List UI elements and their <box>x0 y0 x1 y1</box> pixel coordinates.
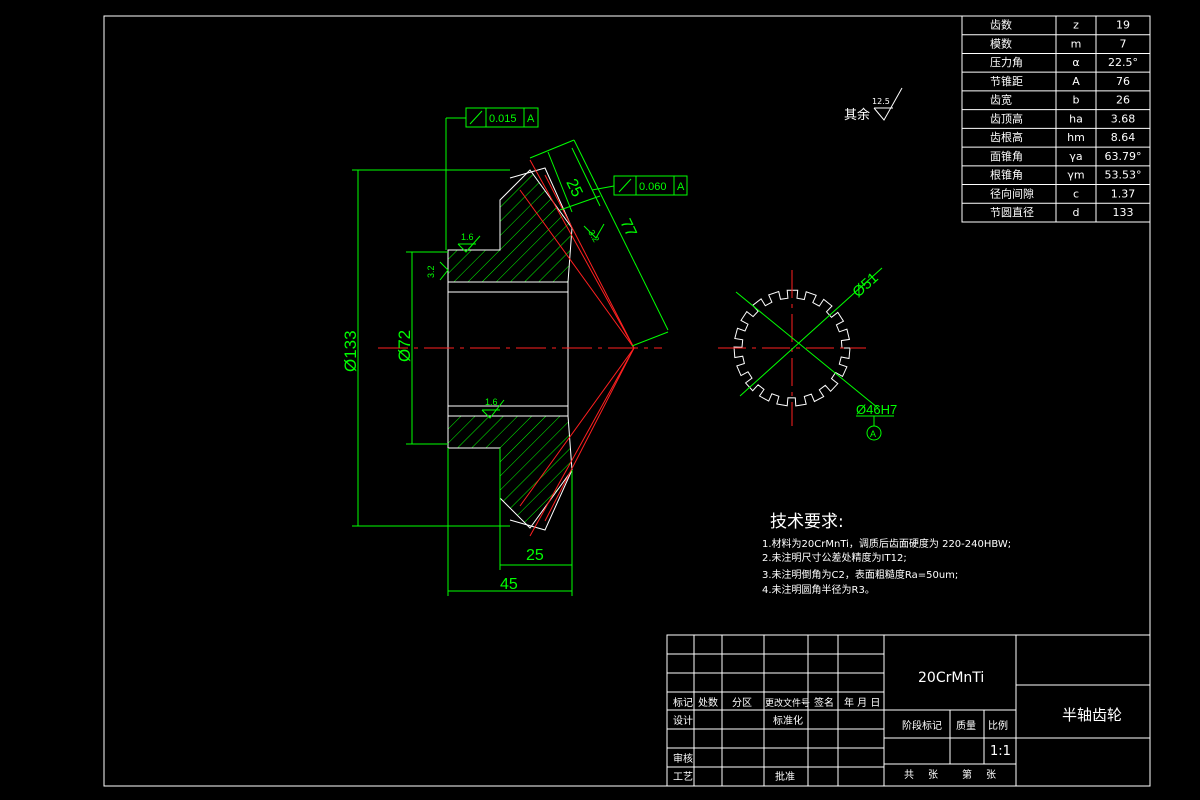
svg-text:处数: 处数 <box>698 696 718 709</box>
svg-text:标记: 标记 <box>673 697 693 709</box>
part-name: 半轴齿轮 <box>1062 706 1122 724</box>
runout-tolerance-1: 0.015 A <box>445 107 539 250</box>
param-name-1: 模数 <box>990 37 1012 50</box>
surface-note-value: 12.5 <box>872 97 890 106</box>
param-val-9: 1.37 <box>1111 187 1136 200</box>
gear-section-view: Ø133 Ø72 25 45 25 77 0.015 <box>341 107 688 596</box>
dim-len-25-bottom: 25 <box>526 547 544 564</box>
surface-finish-note: 其余 12.5 <box>844 87 903 123</box>
section-hatch-upper <box>447 169 573 283</box>
param-name-4: 齿宽 <box>990 93 1012 107</box>
svg-text:阶段标记: 阶段标记 <box>902 719 942 732</box>
datum-circle-icon <box>866 425 882 441</box>
param-val-7: 63.79° <box>1105 150 1142 163</box>
runout-1-value: 0.015 <box>489 113 517 125</box>
spline-end-view: Ø51 Ø46H7 A <box>718 267 897 441</box>
runout-2-datum: A <box>677 181 685 193</box>
svg-text:签名: 签名 <box>814 696 834 709</box>
param-sym-1: m <box>1071 37 1082 50</box>
spline-outline <box>733 289 851 407</box>
dim-dia-133: Ø133 <box>341 330 360 372</box>
param-val-10: 133 <box>1113 206 1134 219</box>
dim-len-77: 77 <box>616 216 639 240</box>
param-sym-4: b <box>1073 94 1080 107</box>
param-val-2: 22.5° <box>1108 56 1138 69</box>
tech-item-4: 4.未注明圆角半径为R3。 <box>762 583 875 596</box>
param-val-3: 76 <box>1116 75 1130 88</box>
tech-title: 技术要求: <box>770 512 844 532</box>
drawing-frame <box>103 15 1151 787</box>
tech-item-1: 1.材料为20CrMnTi，调质后齿面硬度为 220-240HBW; <box>762 537 1011 550</box>
technical-requirements: 技术要求: 1.材料为20CrMnTi，调质后齿面硬度为 220-240HBW;… <box>762 512 1011 596</box>
scale-value: 1:1 <box>990 744 1011 759</box>
param-sym-9: c <box>1073 187 1079 200</box>
svg-text:审核: 审核 <box>673 752 693 765</box>
runout-arrow-icon <box>469 110 483 125</box>
svg-text:3.2: 3.2 <box>426 265 436 278</box>
datum-label: A <box>870 429 876 439</box>
svg-text:1.6: 1.6 <box>461 232 474 242</box>
material-label: 20CrMnTi <box>918 670 984 686</box>
tech-item-2: 2.未注明尺寸公差处精度为IT12; <box>762 551 907 564</box>
runout-tolerance-2: 0.060 A <box>591 175 688 196</box>
svg-text:比例: 比例 <box>988 719 1008 732</box>
param-sym-8: γm <box>1067 169 1084 182</box>
dim-len-25-slant: 25 <box>562 176 585 200</box>
dim-len-45: 45 <box>500 576 518 593</box>
svg-text:工艺: 工艺 <box>673 771 693 783</box>
param-name-6: 齿根高 <box>990 130 1023 144</box>
svg-text:张: 张 <box>928 769 938 781</box>
svg-text:设计: 设计 <box>673 714 693 727</box>
dim-dia-72: Ø72 <box>395 330 414 362</box>
svg-text:第: 第 <box>962 768 972 781</box>
svg-text:共: 共 <box>904 769 914 781</box>
param-name-9: 径向间隙 <box>990 186 1034 200</box>
param-val-0: 19 <box>1116 19 1130 32</box>
dim-dia-51: Ø51 <box>849 269 881 301</box>
param-val-6: 8.64 <box>1111 131 1136 144</box>
param-sym-3: A <box>1072 75 1080 88</box>
param-val-5: 3.68 <box>1111 112 1136 125</box>
param-name-2: 压力角 <box>990 56 1023 69</box>
roughness-symbol-top: 1.6 <box>457 232 481 253</box>
svg-text:标准化: 标准化 <box>773 714 803 727</box>
svg-text:年 月 日: 年 月 日 <box>844 696 880 709</box>
param-val-1: 7 <box>1120 37 1127 50</box>
param-val-8: 53.53° <box>1105 169 1142 182</box>
param-name-0: 齿数 <box>990 19 1012 32</box>
title-block: 20CrMnTi 半轴齿轮 1:1 标记 处数 分区 更改文件号 签名 年 月 … <box>666 634 1151 787</box>
param-val-4: 26 <box>1116 94 1130 107</box>
svg-text:更改文件号: 更改文件号 <box>765 697 810 709</box>
svg-text:张: 张 <box>986 769 996 781</box>
param-sym-6: hm <box>1067 131 1085 144</box>
svg-text:1.6: 1.6 <box>485 397 498 407</box>
runout-2-value: 0.060 <box>639 181 667 193</box>
section-hatch-lower <box>447 415 573 529</box>
dim-bore: Ø46H7 <box>856 402 897 417</box>
param-name-5: 齿顶高 <box>990 111 1023 125</box>
param-sym-2: α <box>1072 56 1079 69</box>
param-name-3: 节锥距 <box>990 75 1023 88</box>
runout-arrow-icon <box>618 178 632 193</box>
parameter-table: 齿数 z 19 模数 m 7 压力角 α 22.5° 节锥距 A 76 齿宽 b 26 齿顶高 ha 3.68 齿根… <box>961 15 1151 223</box>
runout-1-datum: A <box>527 113 535 125</box>
param-sym-7: γa <box>1069 150 1082 163</box>
roughness-symbol-bottom: 1.6 <box>481 397 505 419</box>
param-name-10: 节圆直径 <box>990 205 1034 219</box>
roughness-symbol-face: 3.2 <box>583 223 605 244</box>
svg-text:批准: 批准 <box>775 770 795 783</box>
param-sym-10: d <box>1073 206 1080 219</box>
param-sym-0: z <box>1073 19 1079 32</box>
svg-text:质量: 质量 <box>956 720 976 732</box>
param-name-8: 根锥角 <box>990 168 1023 182</box>
roughness-symbol-left: 3.2 <box>426 261 449 281</box>
param-sym-5: ha <box>1069 112 1083 125</box>
surface-note-label: 其余 <box>844 107 870 123</box>
tech-item-3: 3.未注明倒角为C2，表面粗糙度Ra=50um; <box>762 568 958 581</box>
param-name-7: 面锥角 <box>990 150 1023 163</box>
svg-text:分区: 分区 <box>732 697 752 709</box>
